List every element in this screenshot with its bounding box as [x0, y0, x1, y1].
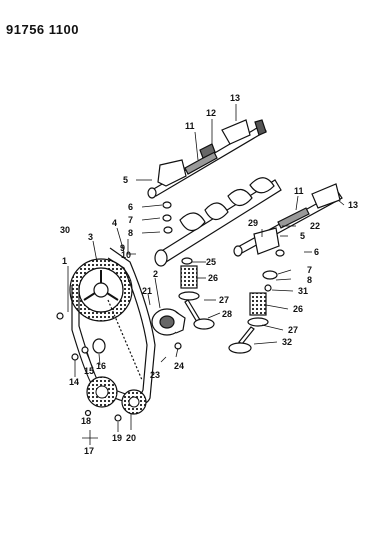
callout-20: 20 [126, 433, 136, 443]
callout-8: 8 [128, 228, 133, 238]
callout-24: 24 [174, 361, 184, 371]
callout-2: 2 [153, 269, 158, 279]
tensioner-pulley [151, 308, 186, 350]
balance-shaft-sprocket [121, 389, 147, 415]
callout-13b: 13 [348, 200, 358, 210]
camshaft [154, 177, 282, 267]
callout-1: 1 [62, 256, 67, 266]
diagram-reference-number: 91756 1100 [6, 22, 79, 37]
callout-26b: 26 [293, 304, 303, 314]
callout-6: 6 [128, 202, 133, 212]
belt-washer [56, 312, 122, 422]
callout-31: 31 [298, 286, 308, 296]
callout-15: 15 [84, 366, 94, 376]
callout-6b: 6 [314, 247, 319, 257]
callout-9: 9 [120, 243, 125, 253]
callout-11: 11 [185, 121, 195, 131]
callout-12: 12 [206, 108, 216, 118]
camshaft-sprocket [69, 258, 133, 322]
crankshaft-sprocket [86, 376, 118, 408]
callout-26: 26 [208, 273, 218, 283]
callout-14: 14 [69, 377, 79, 387]
callout-5b: 5 [300, 231, 305, 241]
callout-19: 19 [112, 433, 122, 443]
callout-22: 22 [310, 221, 320, 231]
callout-13: 13 [230, 93, 240, 103]
callout-7: 7 [128, 215, 133, 225]
callout-23: 23 [150, 370, 160, 380]
leader-lines [67, 104, 345, 445]
callout-25: 25 [206, 257, 216, 267]
callout-10: 10 [121, 250, 131, 260]
callout-27: 27 [219, 295, 229, 305]
callout-5: 5 [123, 175, 128, 185]
callout-8b: 8 [307, 275, 312, 285]
callout-27b: 27 [288, 325, 298, 335]
small-valve-parts [162, 201, 285, 292]
callout-18: 18 [81, 416, 91, 426]
lower-rocker-shaft-assembly [233, 183, 343, 257]
callout-32: 32 [282, 337, 292, 347]
callout-16: 16 [96, 361, 106, 371]
upper-rocker-shaft-assembly [147, 119, 267, 199]
intake-valve-assembly [178, 265, 215, 330]
callout-21: 21 [142, 286, 152, 296]
callout-7b: 7 [307, 265, 312, 275]
exhaust-valve-assembly [228, 292, 269, 354]
callout-11b: 11 [294, 186, 304, 196]
callout-28: 28 [222, 309, 232, 319]
callout-3: 3 [88, 232, 93, 242]
callout-29: 29 [248, 218, 258, 228]
callout-4: 4 [112, 218, 117, 228]
callout-30: 30 [60, 225, 70, 235]
callout-17: 17 [84, 446, 94, 456]
